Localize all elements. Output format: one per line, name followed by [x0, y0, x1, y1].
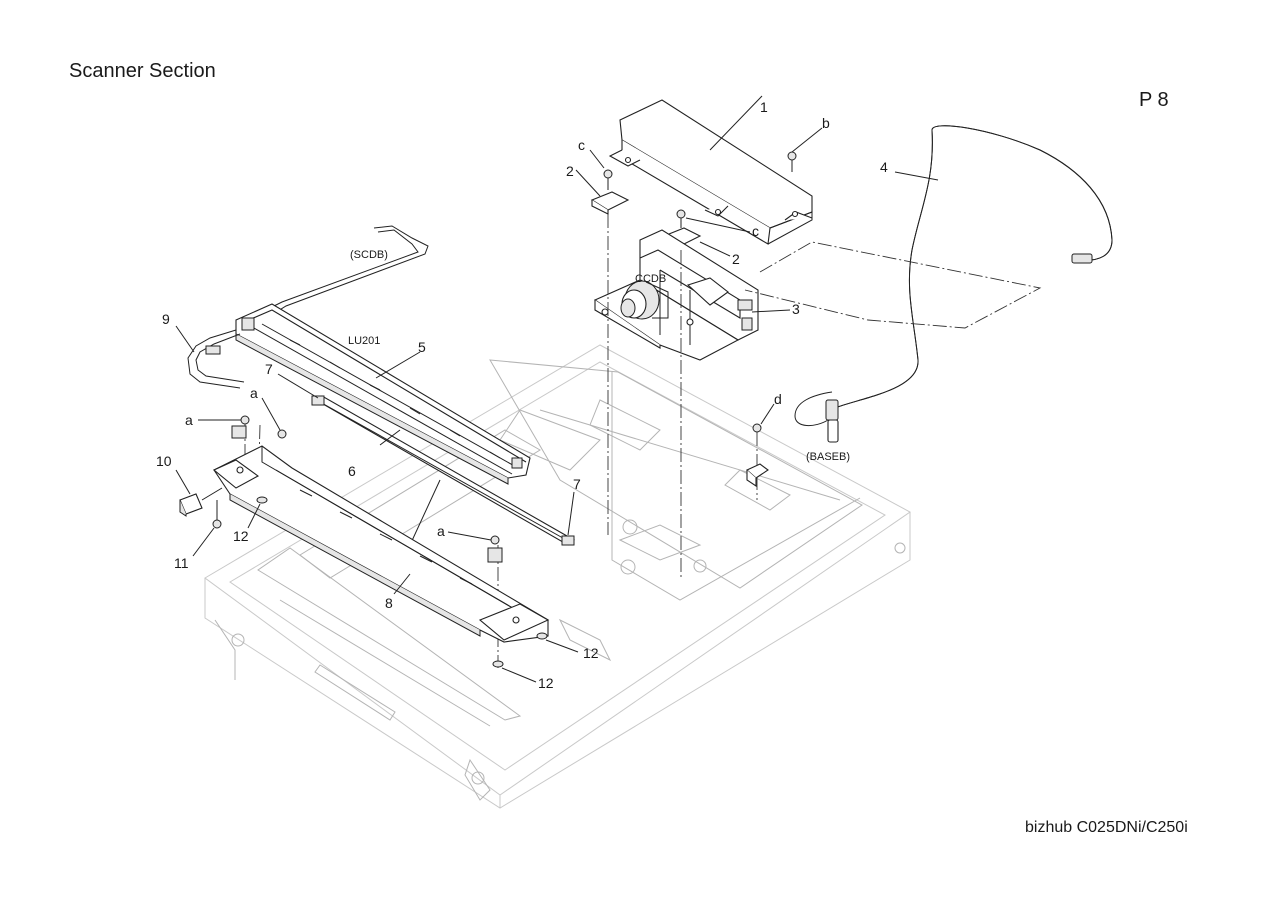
lamp-unit-5: [235, 303, 531, 485]
callout-a-1: a: [185, 412, 193, 428]
sensor-bracket: [746, 463, 769, 488]
screw-b: [787, 127, 823, 172]
ccd-unit-3: [593, 229, 791, 361]
cable-4: [794, 125, 1113, 443]
cover-1: [608, 95, 813, 245]
callout-labels: 1 b c 2 4 c 2 3 9 5 7 a d a 6 10 7 12 a …: [156, 99, 888, 691]
label-scdb: (SCDB): [350, 249, 388, 261]
callout-2-lower: 2: [732, 251, 740, 267]
callout-7-lower: 7: [573, 476, 581, 492]
label-baseb: (BASEB): [806, 451, 850, 463]
callout-c-upper: c: [578, 137, 585, 153]
scanner-frame: [204, 344, 911, 809]
callout-a-3: a: [437, 523, 445, 539]
screw-a-3: [447, 531, 500, 545]
component-labels: (SCDB) CCDB LU201 (BASEB): [348, 249, 850, 463]
callout-5: 5: [418, 339, 426, 355]
screw-a-1: [198, 415, 250, 425]
callout-12-left: 12: [233, 528, 249, 544]
holder-10: [175, 469, 223, 517]
screw-c-lower: [676, 209, 751, 233]
callout-b: b: [822, 115, 830, 131]
callout-12-right: 12: [583, 645, 599, 661]
callout-d: d: [774, 391, 782, 407]
callout-7-upper: 7: [265, 361, 273, 377]
callout-4: 4: [880, 159, 888, 175]
page-number: P 8: [1139, 89, 1169, 111]
washer-12: [247, 496, 579, 683]
bracket-2-upper: [575, 169, 630, 215]
callout-6: 6: [348, 463, 356, 479]
label-lu201: LU201: [348, 335, 380, 347]
rod-6: [311, 395, 575, 546]
screw-11: [192, 500, 222, 557]
callout-c-lower: c: [752, 223, 759, 239]
model-name: bizhub C025DNi/C250i: [1025, 819, 1188, 836]
flat-cable-9: [175, 325, 245, 389]
callout-8: 8: [385, 595, 393, 611]
callout-11: 11: [174, 555, 189, 571]
carriage-8: [212, 425, 550, 643]
screw-c-upper: [589, 149, 613, 190]
screw-a-2: [261, 397, 287, 439]
screw-d: [752, 403, 775, 433]
scdb-cable: [265, 225, 429, 317]
callout-2-upper: 2: [566, 163, 574, 179]
callout-10: 10: [156, 453, 172, 469]
spring-7-callouts: [277, 373, 575, 536]
label-ccdb: CCDB: [635, 273, 666, 285]
callout-9: 9: [162, 311, 170, 327]
page-title: Scanner Section: [69, 60, 216, 82]
callout-a-2: a: [250, 385, 258, 401]
callout-3: 3: [792, 301, 800, 317]
callout-12-bottom: 12: [538, 675, 554, 691]
callout-1: 1: [760, 99, 768, 115]
